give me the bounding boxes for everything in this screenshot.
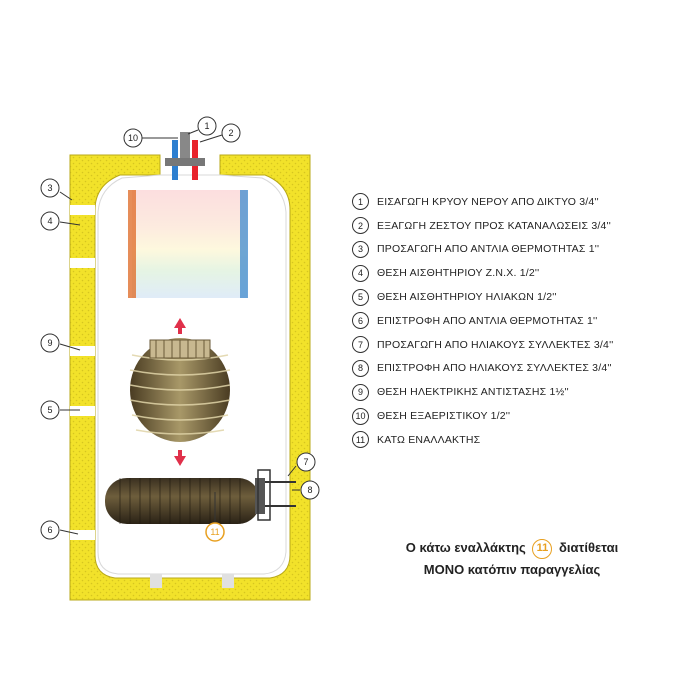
note-text-after: διατίθεται [559, 540, 619, 555]
availability-note: Ο κάτω εναλλάκτης 11 διατίθεται ΜΟΝΟ κατ… [352, 537, 672, 580]
legend-text: ΘΕΣΗ ΑΙΣΘΗΤΗΡΙΟΥ ΗΛΙΑΚΩΝ 1/2'' [377, 291, 557, 304]
legend-item: 4 ΘΕΣΗ ΑΙΣΘΗΤΗΡΙΟΥ Ζ.Ν.Χ. 1/2'' [352, 261, 692, 285]
legend-item: 8 ΕΠΙΣΤΡΟΦΗ ΑΠΟ ΗΛΙΑΚΟΥΣ ΣΥΛΛΕΚΤΕΣ 3/4'' [352, 357, 692, 381]
upper-coil [128, 190, 248, 298]
svg-text:9: 9 [47, 338, 52, 348]
legend-item: 7 ΠΡΟΣΑΓΩΓΗ ΑΠΟ ΗΛΙΑΚΟΥΣ ΣΥΛΛΕΚΤΕΣ 3/4'' [352, 333, 692, 357]
legend-text: ΕΙΣΑΓΩΓΗ ΚΡΥΟΥ ΝΕΡΟΥ ΑΠΟ ΔΙΚΤΥΟ 3/4'' [377, 195, 599, 208]
legend-number: 2 [352, 217, 369, 235]
flow-arrows [174, 318, 186, 466]
legend-number: 1 [352, 193, 369, 211]
svg-text:6: 6 [47, 525, 52, 535]
callout-6: 6 [40, 520, 60, 540]
svg-text:8: 8 [307, 485, 312, 495]
callout-5: 5 [40, 400, 60, 420]
legend-text: ΘΕΣΗ ΑΙΣΘΗΤΗΡΙΟΥ Ζ.Ν.Χ. 1/2'' [377, 267, 540, 280]
svg-text:7: 7 [303, 457, 308, 467]
callout-3: 3 [40, 178, 60, 198]
legend-text: ΕΞΑΓΩΓΗ ΖΕΣΤΟΥ ΠΡΟΣ ΚΑΤΑΝΑΛΩΣΕΙΣ 3/4'' [377, 219, 611, 232]
callout-lines [59, 129, 300, 535]
legend-item: 5 ΘΕΣΗ ΑΙΣΘΗΤΗΡΙΟΥ ΗΛΙΑΚΩΝ 1/2'' [352, 285, 692, 309]
legend-item: 1 ΕΙΣΑΓΩΓΗ ΚΡΥΟΥ ΝΕΡΟΥ ΑΠΟ ΔΙΚΤΥΟ 3/4'' [352, 190, 692, 214]
legend-text: ΕΠΙΣΤΡΟΦΗ ΑΠΟ ΗΛΙΑΚΟΥΣ ΣΥΛΛΕΚΤΕΣ 3/4'' [377, 362, 612, 375]
svg-text:5: 5 [47, 405, 52, 415]
legend-item: 11 ΚΑΤΩ ΕΝΑΛΛΑΚΤΗΣ [352, 428, 692, 452]
svg-text:1: 1 [204, 121, 209, 131]
svg-text:10: 10 [128, 133, 138, 143]
callout-9: 9 [40, 333, 60, 353]
top-pipes [165, 132, 205, 180]
legend-item: 6 ΕΠΙΣΤΡΟΦΗ ΑΠΟ ΑΝΤΛΙΑ ΘΕΡΜΟΤΗΤΑΣ 1'' [352, 309, 692, 333]
legend-text: ΘΕΣΗ ΕΞΑΕΡΙΣΤΙΚΟΥ 1/2'' [377, 410, 511, 423]
callout-8: 8 [300, 480, 320, 500]
legend-number: 8 [352, 359, 369, 377]
callout-4: 4 [40, 211, 60, 231]
legend-number: 3 [352, 240, 369, 258]
legend-number: 6 [352, 312, 369, 330]
callout-10: 10 [123, 128, 143, 148]
legend-text: ΚΑΤΩ ΕΝΑΛΛΑΚΤΗΣ [377, 433, 481, 446]
note-line-2: ΜΟΝΟ κατόπιν παραγγελίας [423, 561, 601, 577]
callout-11: 11 [205, 522, 225, 542]
svg-text:2: 2 [228, 128, 233, 138]
legend-number: 4 [352, 264, 369, 282]
note-badge: 11 [532, 538, 553, 559]
legend-text: ΕΠΙΣΤΡΟΦΗ ΑΠΟ ΑΝΤΛΙΑ ΘΕΡΜΟΤΗΤΑΣ 1'' [377, 314, 598, 327]
legend-text: ΠΡΟΣΑΓΩΓΗ ΑΠΟ ΑΝΤΛΙΑ ΘΕΡΜΟΤΗΤΑΣ 1'' [377, 243, 600, 256]
legend-item: 10 ΘΕΣΗ ΕΞΑΕΡΙΣΤΙΚΟΥ 1/2'' [352, 404, 692, 428]
legend-number: 11 [352, 431, 369, 449]
note-line-1: Ο κάτω εναλλάκτης 11 διατίθεται [352, 537, 672, 559]
legend-item: 2 ΕΞΑΓΩΓΗ ΖΕΣΤΟΥ ΠΡΟΣ ΚΑΤΑΝΑΛΩΣΕΙΣ 3/4'' [352, 214, 692, 238]
solar-coil [129, 338, 231, 442]
callout-1: 1 [197, 116, 217, 136]
svg-text:3: 3 [47, 183, 52, 193]
callouts: 10 1 2 3 4 9 5 6 7 8 11 [40, 116, 320, 542]
callout-7: 7 [296, 452, 316, 472]
legend-number: 5 [352, 288, 369, 306]
legend-text: ΘΕΣΗ ΗΛΕΚΤΡΙΚΗΣ ΑΝΤΙΣΤΑΣΗΣ 1½'' [377, 386, 569, 399]
legend-item: 9 ΘΕΣΗ ΗΛΕΚΤΡΙΚΗΣ ΑΝΤΙΣΤΑΣΗΣ 1½'' [352, 380, 692, 404]
callout-2: 2 [221, 123, 241, 143]
legend-number: 10 [352, 407, 369, 425]
legend-item: 3 ΠΡΟΣΑΓΩΓΗ ΑΠΟ ΑΝΤΛΙΑ ΘΕΡΜΟΤΗΤΑΣ 1'' [352, 238, 692, 262]
insulation-jacket [69, 154, 311, 601]
legend-number: 9 [352, 383, 369, 401]
svg-text:11: 11 [210, 527, 219, 537]
legend-number: 7 [352, 336, 369, 354]
svg-text:4: 4 [47, 216, 52, 226]
legend-text: ΠΡΟΣΑΓΩΓΗ ΑΠΟ ΗΛΙΑΚΟΥΣ ΣΥΛΛΕΚΤΕΣ 3/4'' [377, 338, 614, 351]
lower-exchanger [105, 469, 296, 524]
note-text-before: Ο κάτω εναλλάκτης [405, 540, 526, 555]
